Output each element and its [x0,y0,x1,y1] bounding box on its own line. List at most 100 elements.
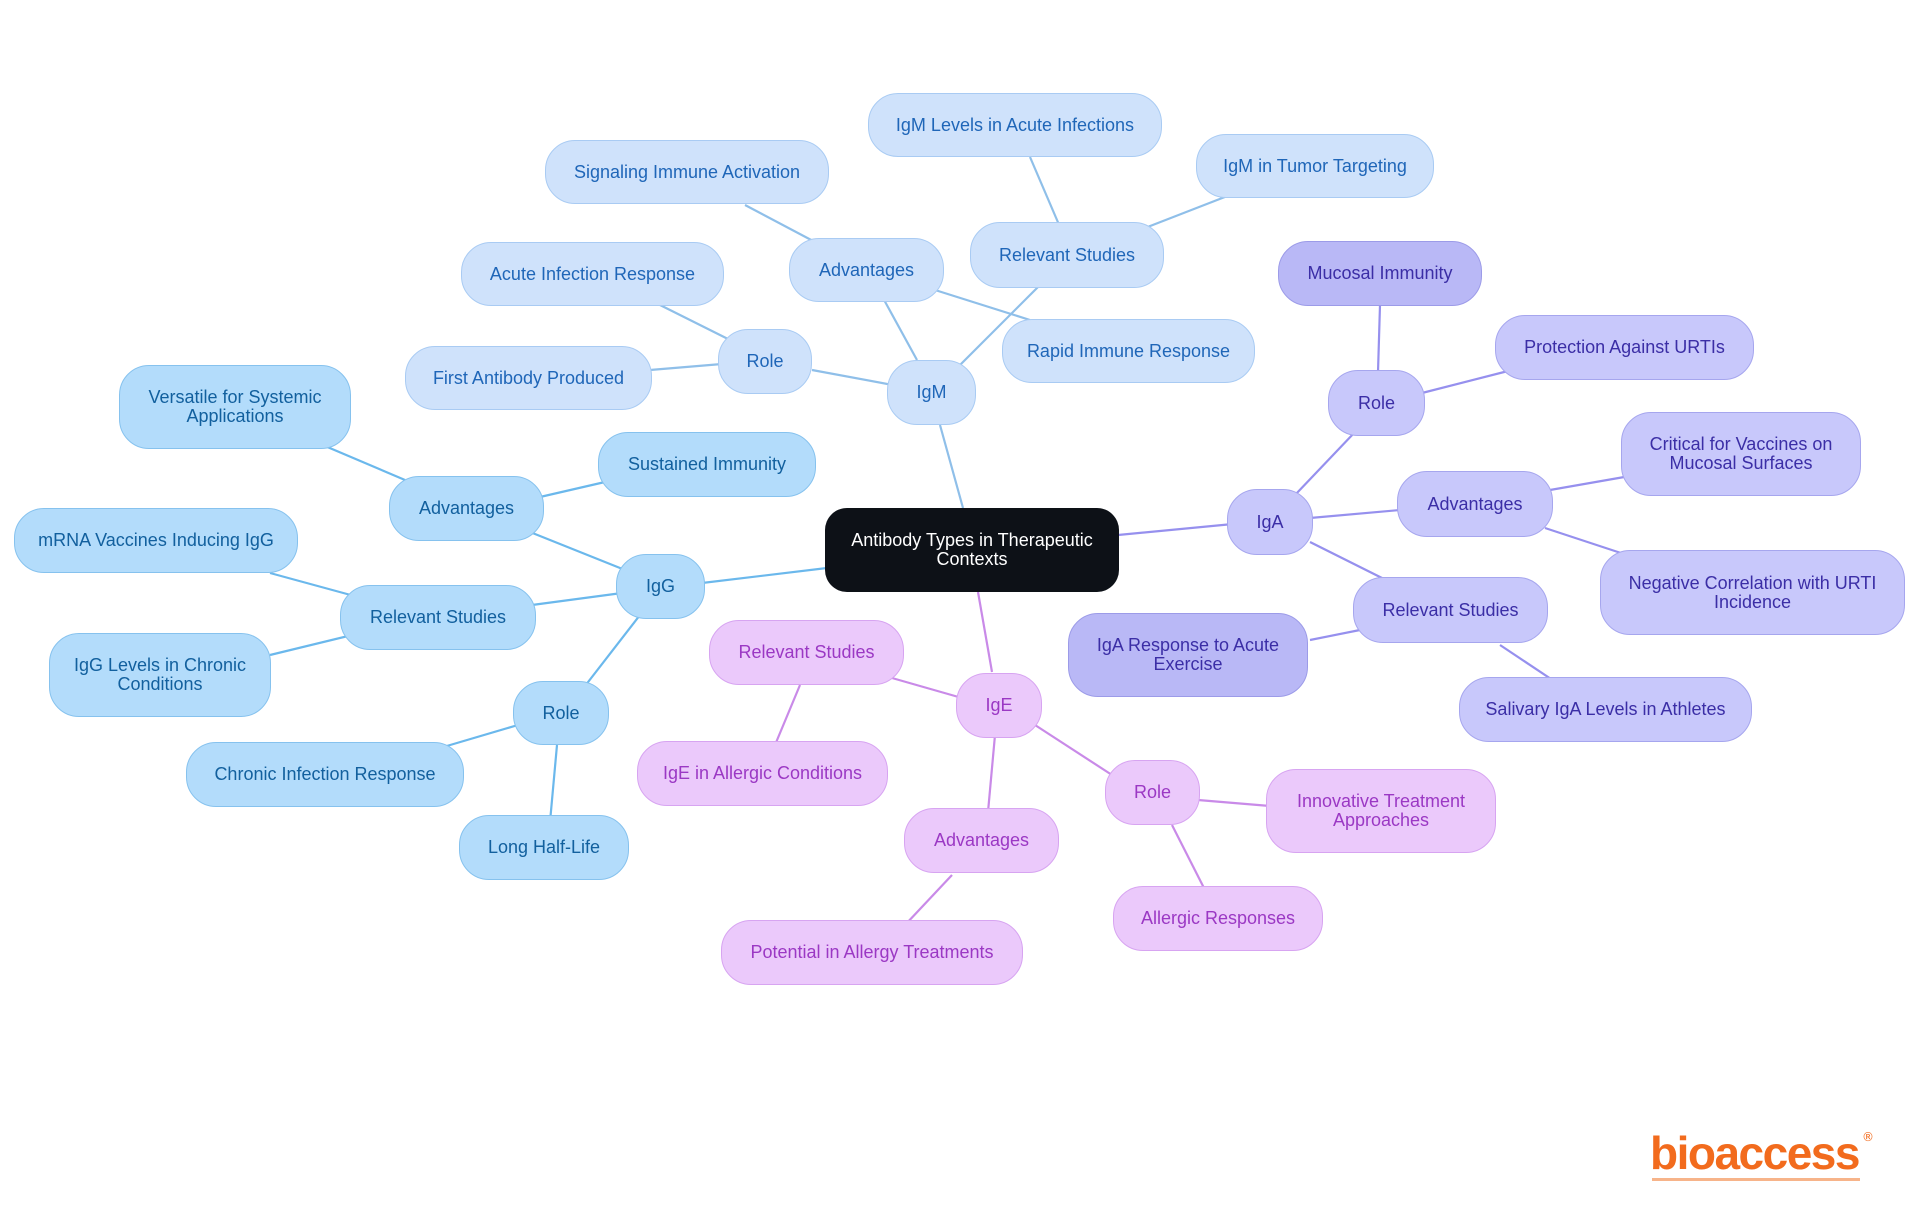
iga-role-node[interactable]: Role [1328,370,1425,436]
iga-studies-item-acute[interactable]: IgA Response to Acute Exercise [1068,613,1308,697]
edge-iga-studies [1309,541,1391,583]
iga-role-item-mucosal-label: Mucosal Immunity [1307,263,1453,283]
igm-role-item-first[interactable]: First Antibody Produced [405,346,652,410]
edge-igm-studies-tumor [1144,193,1231,230]
root-node[interactable]: Antibody Types in Therapeutic Contexts [825,508,1119,592]
edge-ige-studies [891,676,963,700]
igm-studies-item-tumor-label: IgM in Tumor Targeting [1223,155,1407,176]
igg-label: IgG [645,576,675,596]
igm-adv-item-rapid[interactable]: Rapid Immune Response [1002,319,1255,383]
ige-role-item-allergic[interactable]: Allergic Responses [1113,886,1323,951]
igg-adv-item-sustained[interactable]: Sustained Immunity [598,432,816,497]
igm-studies-item-tumor[interactable]: IgM in Tumor Targeting [1196,134,1434,198]
edge-iga-role-protection [1421,368,1513,395]
edge-igm-role-first [649,362,723,372]
edge-igm-advantages [882,297,918,361]
edge-igg-advantages [529,530,626,572]
edge-iga-role-mucosal [1376,304,1382,373]
edge-root-igg [701,566,828,585]
edge-iga-advantages [1309,508,1401,520]
iga-role-item-protection-label: Protection Against URTIs [1524,337,1725,357]
ige-studies-node[interactable]: Relevant Studies [709,620,904,685]
igm-advantages-node[interactable]: Advantages [789,238,944,302]
edge-igg-role [584,614,641,687]
igm-adv-item-rapid-label: Rapid Immune Response [1026,340,1231,361]
iga-label: IgA [1256,511,1284,532]
edge-igm-adv-rapid [934,288,1031,322]
edge-root-iga [1117,522,1234,537]
logo-wordmark: bioaccess [1650,1127,1860,1179]
igm-adv-item-signaling[interactable]: Signaling Immune Activation [545,140,829,204]
registered-mark-icon: ® [1862,1130,1874,1144]
igg-role-item-chronic[interactable]: Chronic Infection Response [186,742,464,807]
iga-role-item-protection[interactable]: Protection Against URTIs [1495,315,1754,380]
ige-studies-item-allergic[interactable]: IgE in Allergic Conditions [637,741,888,806]
iga-role-item-mucosal[interactable]: Mucosal Immunity [1278,241,1482,306]
logo-tagline-bar [1652,1178,1860,1181]
igm-label: IgM [916,382,947,402]
edge-igg-role-chronic [439,723,519,750]
igm-role-item-acute[interactable]: Acute Infection Response [461,242,724,306]
iga-studies-label: Relevant Studies [1382,599,1519,620]
iga-studies-node[interactable]: Relevant Studies [1353,577,1548,643]
iga-adv-item-negative-label: Negative Correlation with URTI Incidence [1628,572,1877,612]
iga-advantages-label: Advantages [1427,493,1523,514]
iga-adv-item-critical[interactable]: Critical for Vaccines on Mucosal Surface… [1621,412,1861,496]
edge-igm-studies [959,284,1041,366]
bioaccess-logo: bioaccess ® [1650,1128,1880,1184]
igg-studies-item-chronic[interactable]: IgG Levels in Chronic Conditions [49,633,271,717]
edge-igm-studies-acute [1028,156,1062,228]
iga-studies-item-salivary[interactable]: Salivary IgA Levels in Athletes [1459,677,1752,742]
igm-role-node[interactable]: Role [718,329,812,394]
igg-role-node[interactable]: Role [513,681,609,745]
ige-studies-label: Relevant Studies [738,642,875,662]
igm-node[interactable]: IgM [887,360,976,425]
ige-node[interactable]: IgE [956,673,1042,738]
iga-studies-item-acute-label: IgA Response to Acute Exercise [1096,635,1280,674]
igg-advantages-node[interactable]: Advantages [389,476,544,541]
edge-iga-studies-acute [1309,628,1361,642]
edge-ige-studies-allergic [773,684,802,746]
igm-adv-item-signaling-label: Signaling Immune Activation [573,161,801,182]
ige-role-item-allergic-label: Allergic Responses [1140,908,1296,928]
igg-studies-node[interactable]: Relevant Studies [340,585,536,650]
igg-studies-item-mrna[interactable]: mRNA Vaccines Inducing IgG [14,508,298,573]
edge-iga-adv-critical [1549,474,1631,492]
edge-iga-role [1294,431,1356,496]
igg-adv-item-versatile[interactable]: Versatile for Systemic Applications [119,365,351,449]
iga-role-label: Role [1357,392,1396,413]
igg-node[interactable]: IgG [616,554,705,619]
igm-studies-item-acute[interactable]: IgM Levels in Acute Infections [868,93,1162,157]
igm-advantages-label: Advantages [818,259,915,280]
igg-studies-label: Relevant Studies [369,607,507,627]
edge-igg-studies-chronic [269,634,349,657]
igg-role-item-longhalf-label: Long Half-Life [487,837,601,857]
edge-ige-role-allergic [1171,824,1206,891]
igg-role-label: Role [542,702,580,723]
igm-studies-label: Relevant Studies [998,244,1136,265]
edge-igm-role [811,368,894,387]
ige-role-node[interactable]: Role [1105,760,1200,825]
ige-advantages-label: Advantages [933,830,1030,850]
iga-node[interactable]: IgA [1227,489,1313,555]
igm-role-item-acute-label: Acute Infection Response [489,263,696,284]
ige-role-label: Role [1133,782,1172,802]
ige-label: IgE [985,695,1013,715]
igm-studies-node[interactable]: Relevant Studies [970,222,1164,288]
ige-advantages-node[interactable]: Advantages [904,808,1059,873]
ige-studies-item-allergic-label: IgE in Allergic Conditions [662,763,863,783]
iga-adv-item-negative[interactable]: Negative Correlation with URTI Incidence [1600,550,1905,635]
igg-studies-item-chronic-label: IgG Levels in Chronic Conditions [73,655,247,694]
igm-studies-item-acute-label: IgM Levels in Acute Infections [895,114,1135,135]
edge-root-ige [976,591,994,673]
iga-advantages-node[interactable]: Advantages [1397,471,1553,537]
ige-adv-item-potential[interactable]: Potential in Allergy Treatments [721,920,1023,985]
edge-ige-advantages [986,734,997,813]
ige-role-item-innovative[interactable]: Innovative Treatment Approaches [1266,769,1496,853]
edge-igg-adv-sustained [539,480,606,499]
edge-igg-studies [531,591,623,607]
edge-root-igm [938,424,965,509]
igm-role-label: Role [746,351,784,371]
igg-role-item-longhalf[interactable]: Long Half-Life [459,815,629,880]
